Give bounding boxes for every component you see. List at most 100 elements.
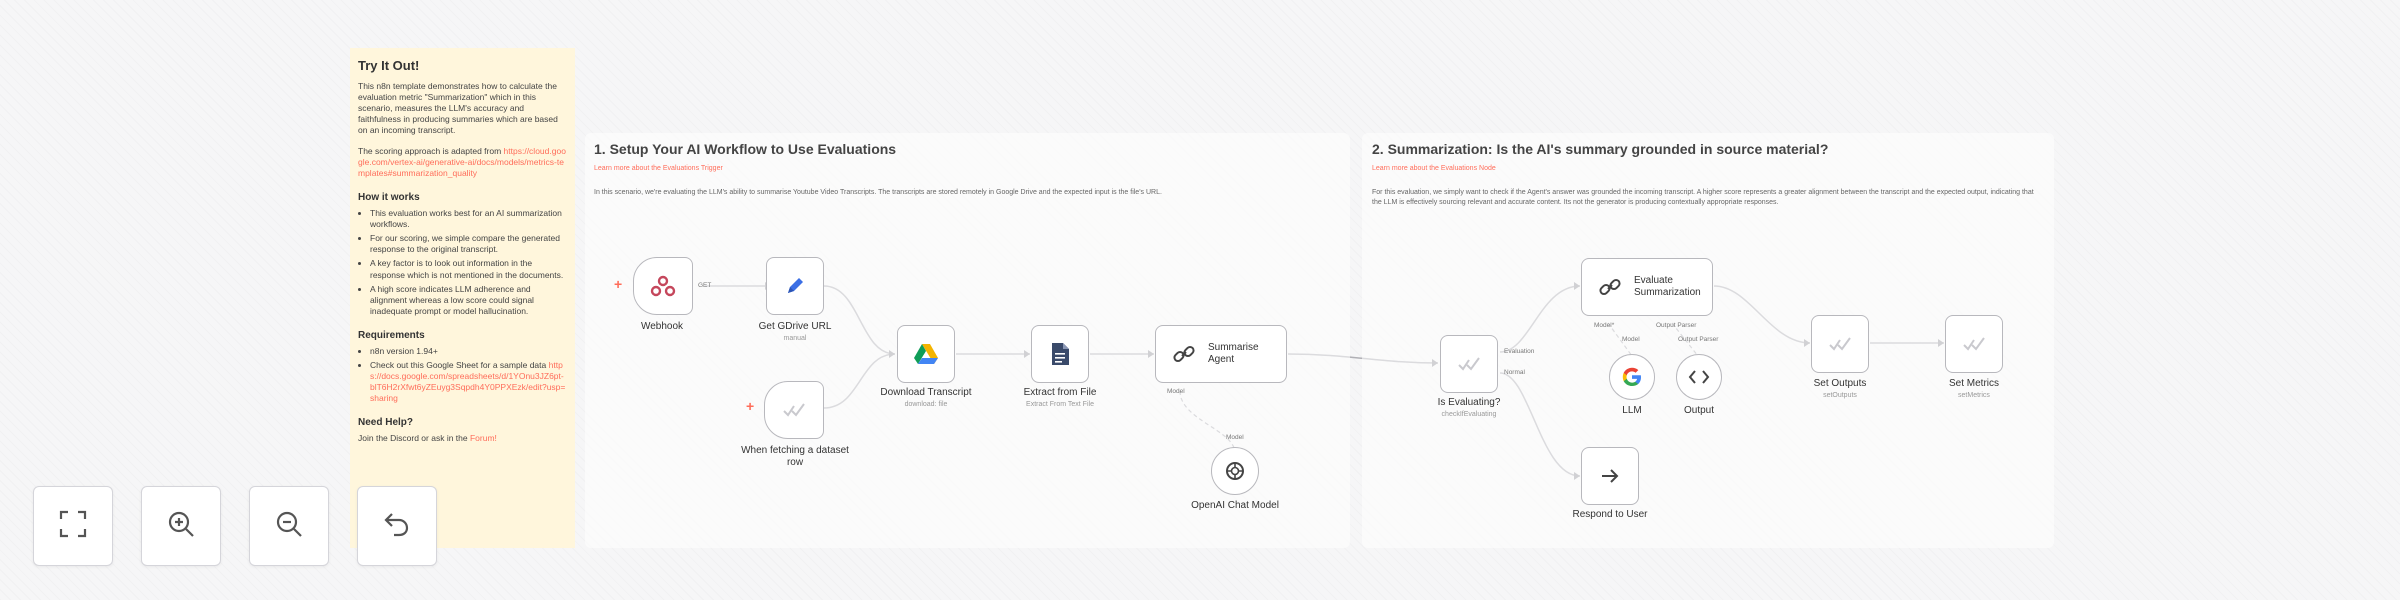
checklist-icon [1457,354,1481,374]
fit-view-icon [58,509,88,544]
dataset-plus-icon[interactable]: + [746,398,755,414]
arrow-right-icon [1599,467,1621,485]
set-outputs-label: Set Outputs setOutputs [1814,378,1867,400]
pencil-icon [783,274,807,298]
list-item: This evaluation works best for an AI sum… [370,208,567,230]
section1-title: 1. Setup Your AI Workflow to Use Evaluat… [594,141,897,157]
undo-button[interactable] [357,486,437,566]
output-parser-node[interactable] [1676,354,1722,400]
zoom-in-icon [166,509,196,544]
output-parser-label: Output [1684,405,1714,417]
section2-sublink[interactable]: Learn more about the Evaluations Node [1372,165,1496,172]
get-gdrive-url-sublabel: manual [783,335,807,342]
set-outputs-label-text: Set Outputs [1813,378,1867,389]
is-evaluating-out-true: Evaluation [1504,348,1535,355]
evaluate-summarization-title: Evaluate Summarization [1634,274,1701,299]
section1-sublink[interactable]: Learn more about the Evaluations Trigger [594,165,723,172]
llm-node[interactable] [1609,354,1655,400]
set-outputs-sublabel: setOutputs [1823,392,1857,399]
evaluate-port-output: Output Parser [1656,322,1697,329]
note-source-link[interactable]: https://cloud.google.com/vertex-ai/gener… [358,146,566,179]
note-source-text: The scoring approach is adapted from [358,146,502,157]
checklist-icon [782,400,806,420]
webhook-label-text: Webhook [640,321,684,332]
list-item: A high score indicates LLM adherence and… [370,284,567,317]
openai-chat-model-label-text: OpenAI Chat Model [1191,500,1279,511]
note-req-list: n8n version 1.94+ Check out this Google … [358,346,567,404]
section2-description: For this evaluation, we simply want to c… [1372,189,2034,206]
summarise-agent-title: Summarise Agent [1208,341,1259,366]
trigger-plus-icon[interactable]: + [614,276,623,292]
webhook-label: Webhook [641,321,683,333]
is-evaluating-label-text: Is Evaluating? [1437,397,1501,408]
req-text: Check out this Google Sheet for a sample… [370,359,547,370]
google-icon [1621,366,1643,388]
output-parser-label-text: Output [1683,405,1715,416]
list-item: Check out this Google Sheet for a sample… [370,360,567,404]
respond-to-user-node[interactable] [1581,447,1639,505]
dataset-trigger-label-text: When fetching a dataset row [741,445,849,468]
code-icon [1688,368,1710,386]
link-icon [1172,342,1196,366]
note-title: Try It Out! [358,58,420,73]
req-link[interactable]: https://docs.google.com/spreadsheets/d/1… [370,359,566,403]
set-metrics-label-text: Set Metrics [1948,378,2000,389]
webhook-method: GET [698,282,712,289]
evaluate-summarization-node[interactable]: Evaluate Summarization [1581,258,1713,316]
openai-port-model: Model [1226,434,1244,441]
checklist-icon [1962,334,1986,354]
zoom-out-button[interactable] [249,486,329,566]
checklist-icon [1828,334,1852,354]
openai-chat-model-label: OpenAI Chat Model [1191,500,1279,512]
note-help-heading: Need Help? [358,416,414,428]
summarise-agent-port-model: Model [1167,388,1185,395]
output-port: Output Parser [1678,336,1719,343]
dataset-trigger-node[interactable] [764,381,824,439]
undo-icon [382,509,412,544]
get-gdrive-url-label-text: Get GDrive URL [758,321,832,332]
google-drive-icon [913,343,939,365]
fit-view-button[interactable] [33,486,113,566]
download-transcript-node[interactable] [897,325,955,383]
sticky-note[interactable]: Try It Out! This n8n template demonstrat… [350,48,575,548]
set-metrics-node[interactable] [1945,315,2003,373]
note-req-heading: Requirements [358,329,425,341]
evaluate-port-model: Model* [1594,322,1615,329]
extract-from-file-node[interactable] [1031,325,1089,383]
webhook-icon [650,275,676,297]
note-how-list: This evaluation works best for an AI sum… [358,208,567,316]
respond-to-user-label-text: Respond to User [1572,509,1648,520]
note-help-link[interactable]: Forum! [469,432,497,443]
set-outputs-node[interactable] [1811,315,1869,373]
zoom-in-button[interactable] [141,486,221,566]
section1-description: In this scenario, we're evaluating the L… [594,189,1162,196]
extract-from-file-label: Extract from File Extract From Text File [1024,387,1097,409]
openai-chat-model-node[interactable] [1211,447,1259,495]
get-gdrive-url-node[interactable] [766,257,824,315]
extract-from-file-label-text: Extract from File [1023,387,1097,398]
download-transcript-sublabel: download: file [904,401,948,408]
note-intro: This n8n template demonstrates how to ca… [358,80,558,136]
extract-from-file-sublabel: Extract From Text File [1026,401,1094,408]
section2-title: 2. Summarization: Is the AI's summary gr… [1372,141,1829,157]
webhook-node[interactable] [633,257,693,315]
download-transcript-label: Download Transcript download: file [880,387,971,409]
link-icon [1598,275,1622,299]
download-transcript-label-text: Download Transcript [880,387,972,398]
note-how-heading: How it works [358,192,420,204]
is-evaluating-node[interactable] [1440,335,1498,393]
llm-label: LLM [1622,405,1641,417]
file-extract-icon [1049,342,1071,366]
openai-icon [1224,460,1246,482]
get-gdrive-url-label: Get GDrive URL manual [759,321,832,343]
is-evaluating-label: Is Evaluating? checkIfEvaluating [1438,397,1501,419]
summarise-agent-node[interactable]: Summarise Agent [1155,325,1287,383]
note-help-text: Join the Discord or ask in the [358,432,468,443]
respond-to-user-label: Respond to User [1572,509,1647,521]
is-evaluating-out-false: Normal [1504,369,1525,376]
dataset-trigger-label: When fetching a dataset row [735,445,855,469]
llm-label-text: LLM [1622,405,1642,416]
zoom-out-icon [274,509,304,544]
set-metrics-label: Set Metrics setMetrics [1949,378,1999,400]
